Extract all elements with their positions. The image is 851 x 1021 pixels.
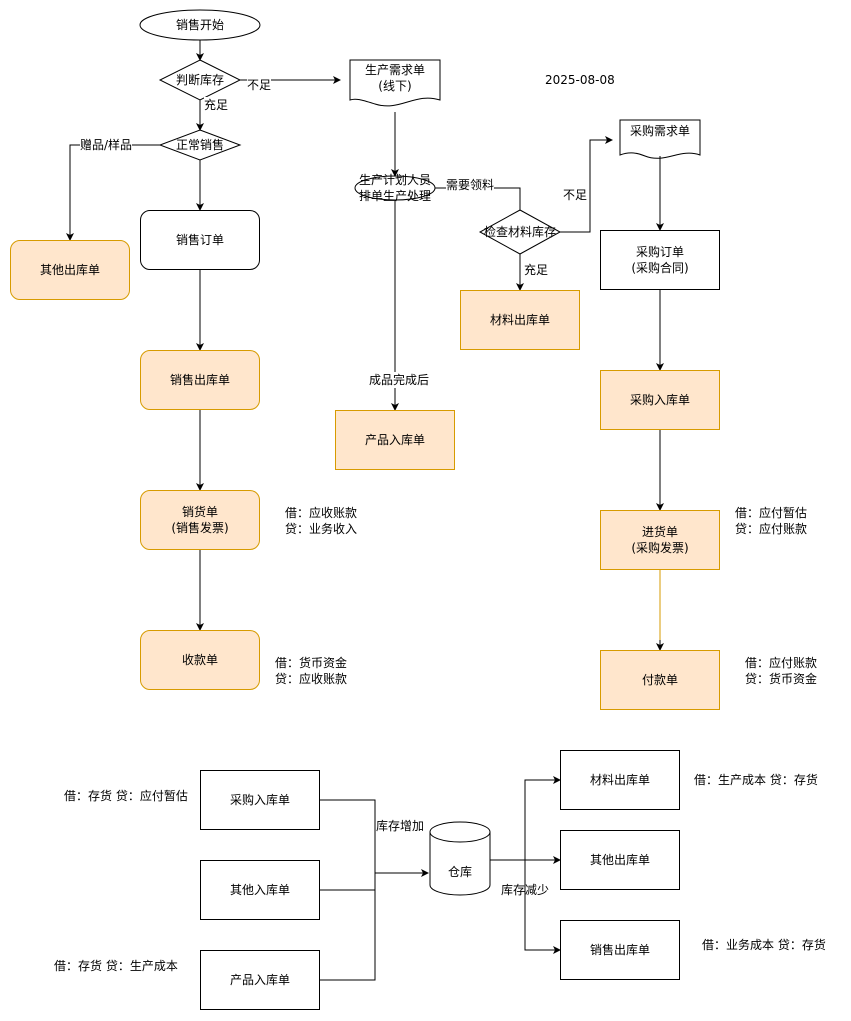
note-sales-out-bottom: 借：业务成本 贷：存货 [702,938,826,952]
edge-label-stock-decrease: 库存减少 [501,883,550,897]
edge-label-sufficient-2: 充足 [524,262,549,278]
payment-node: 付款单 [600,650,720,710]
purchase-invoice-node: 进货单 (采购发票) [600,510,720,570]
date-label: 2025-08-08 [545,73,615,87]
edge-label-sufficient-1: 充足 [204,97,229,113]
sales-order-node: 销售订单 [140,210,260,270]
note-product-in-bottom: 借：存货 贷：生产成本 [54,959,178,973]
prod-demand-shape [349,59,441,107]
warehouse-cylinder [429,821,491,896]
product-in-bottom-node: 产品入库单 [200,950,320,1010]
note-sales-invoice: 借：应收账款 贷：业务收入 [285,506,358,536]
purchase-in-top-node: 采购入库单 [600,370,720,430]
edges [66,40,664,981]
sales-invoice-node: 销货单 (销售发票) [140,490,260,550]
start-label: 销售开始 [175,18,224,32]
edge-label-gift-sample: 赠品/样品 [80,137,133,153]
sales-out-bottom-node: 销售出库单 [560,920,680,980]
note-receipt: 借：货币资金 贷：应收账款 [275,656,348,686]
planner-label: 生产计划人员 排单生产处理 [358,173,431,203]
material-out-bottom-node: 材料出库单 [560,750,680,810]
other-out-bottom-node: 其他出库单 [560,830,680,890]
check-material-label: 检查材料库存 [483,225,556,239]
purchase-demand-shape [619,119,701,159]
check-stock-label: 判断库存 [175,73,224,87]
note-purchase-in-bottom: 借：存货 贷：应付暂估 [64,789,188,803]
receipt-node: 收款单 [140,630,260,690]
normal-sale-label: 正常销售 [175,138,224,152]
note-material-out-bottom: 借：生产成本 贷：存货 [694,773,818,787]
purchase-demand-label: 采购需求单 [629,124,690,138]
sales-out-node: 销售出库单 [140,350,260,410]
edge-label-need-material: 需要领料 [446,177,495,193]
note-payment: 借：应付账款 贷：货币资金 [745,656,818,686]
other-out-top-node: 其他出库单 [10,240,130,300]
purchase-order-node: 采购订单 (采购合同) [600,230,720,290]
edge-label-insufficient-1: 不足 [247,77,272,93]
prod-demand-label: 生产需求单 (线下) [364,63,425,93]
other-in-bottom-node: 其他入库单 [200,860,320,920]
material-out-top-node: 材料出库单 [460,290,580,350]
purchase-in-bottom-node: 采购入库单 [200,770,320,830]
note-purchase-invoice: 借：应付暂估 贷：应付账款 [735,506,808,536]
edge-label-insufficient-2: 不足 [563,187,588,203]
edge-label-after-finished: 成品完成后 [369,372,430,388]
edge-label-stock-increase: 库存增加 [376,818,425,834]
warehouse-label: 仓库 [447,865,472,879]
product-in-top-node: 产品入库单 [335,410,455,470]
